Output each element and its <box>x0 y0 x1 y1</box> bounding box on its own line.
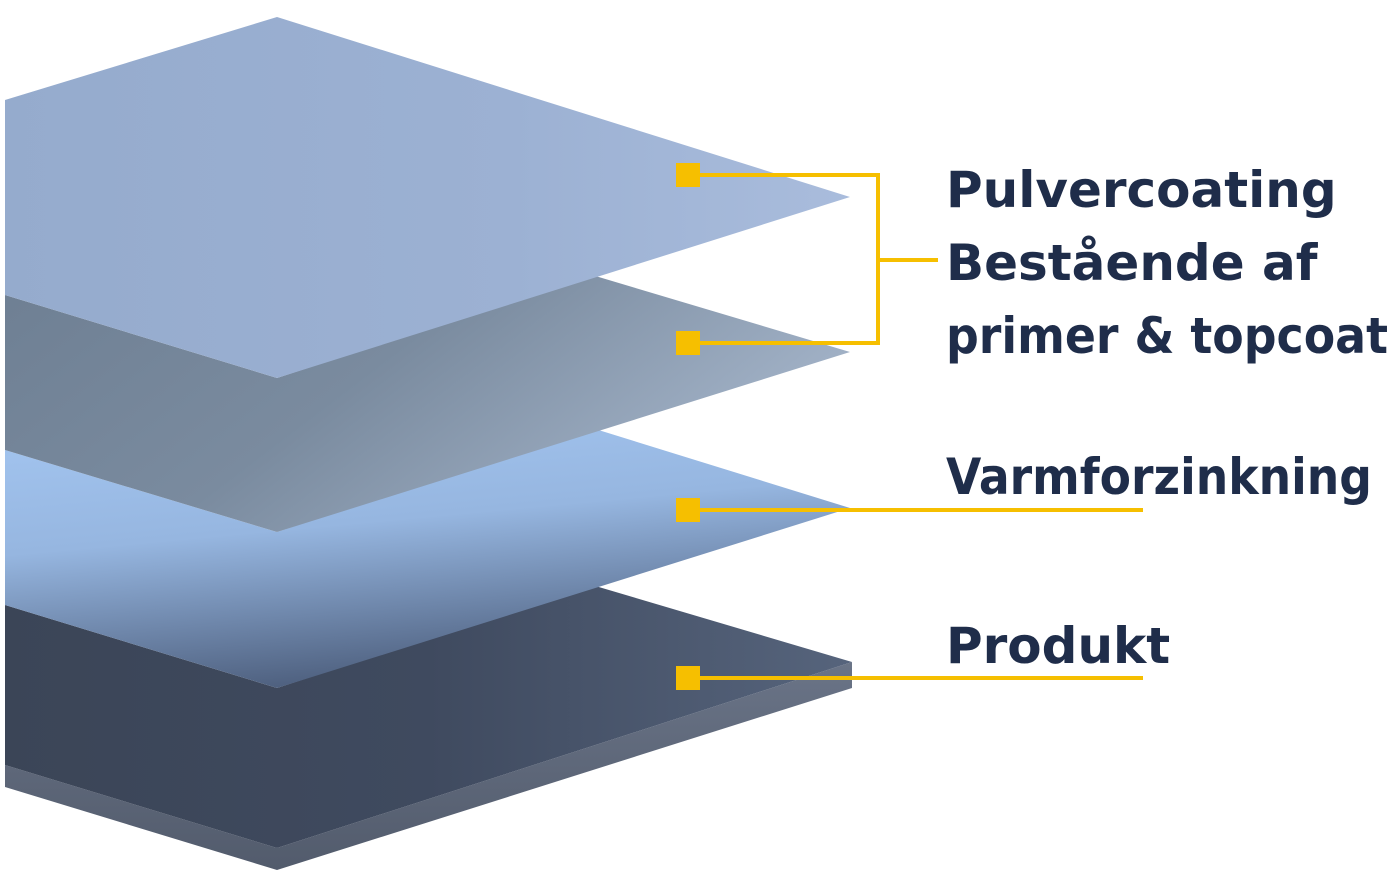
galvanizing-label: Varmforzinkning <box>946 448 1372 506</box>
galvanizing-layer <box>5 428 850 688</box>
topcoat-layer <box>5 17 850 378</box>
product-layer <box>5 585 852 870</box>
coating-label-line3: primer & topcoat <box>946 307 1388 365</box>
product-layer-top <box>5 585 852 848</box>
primer-layer <box>5 275 850 532</box>
product-label: Produkt <box>946 617 1170 675</box>
coating-label-line2: Bestående af <box>946 234 1319 292</box>
galvanizing-marker <box>676 498 700 522</box>
primer-marker <box>676 331 700 355</box>
coating-label-line1: Pulvercoating <box>946 161 1337 219</box>
coating-connector <box>698 173 938 345</box>
topcoat-marker <box>676 163 700 187</box>
product-marker <box>676 666 700 690</box>
